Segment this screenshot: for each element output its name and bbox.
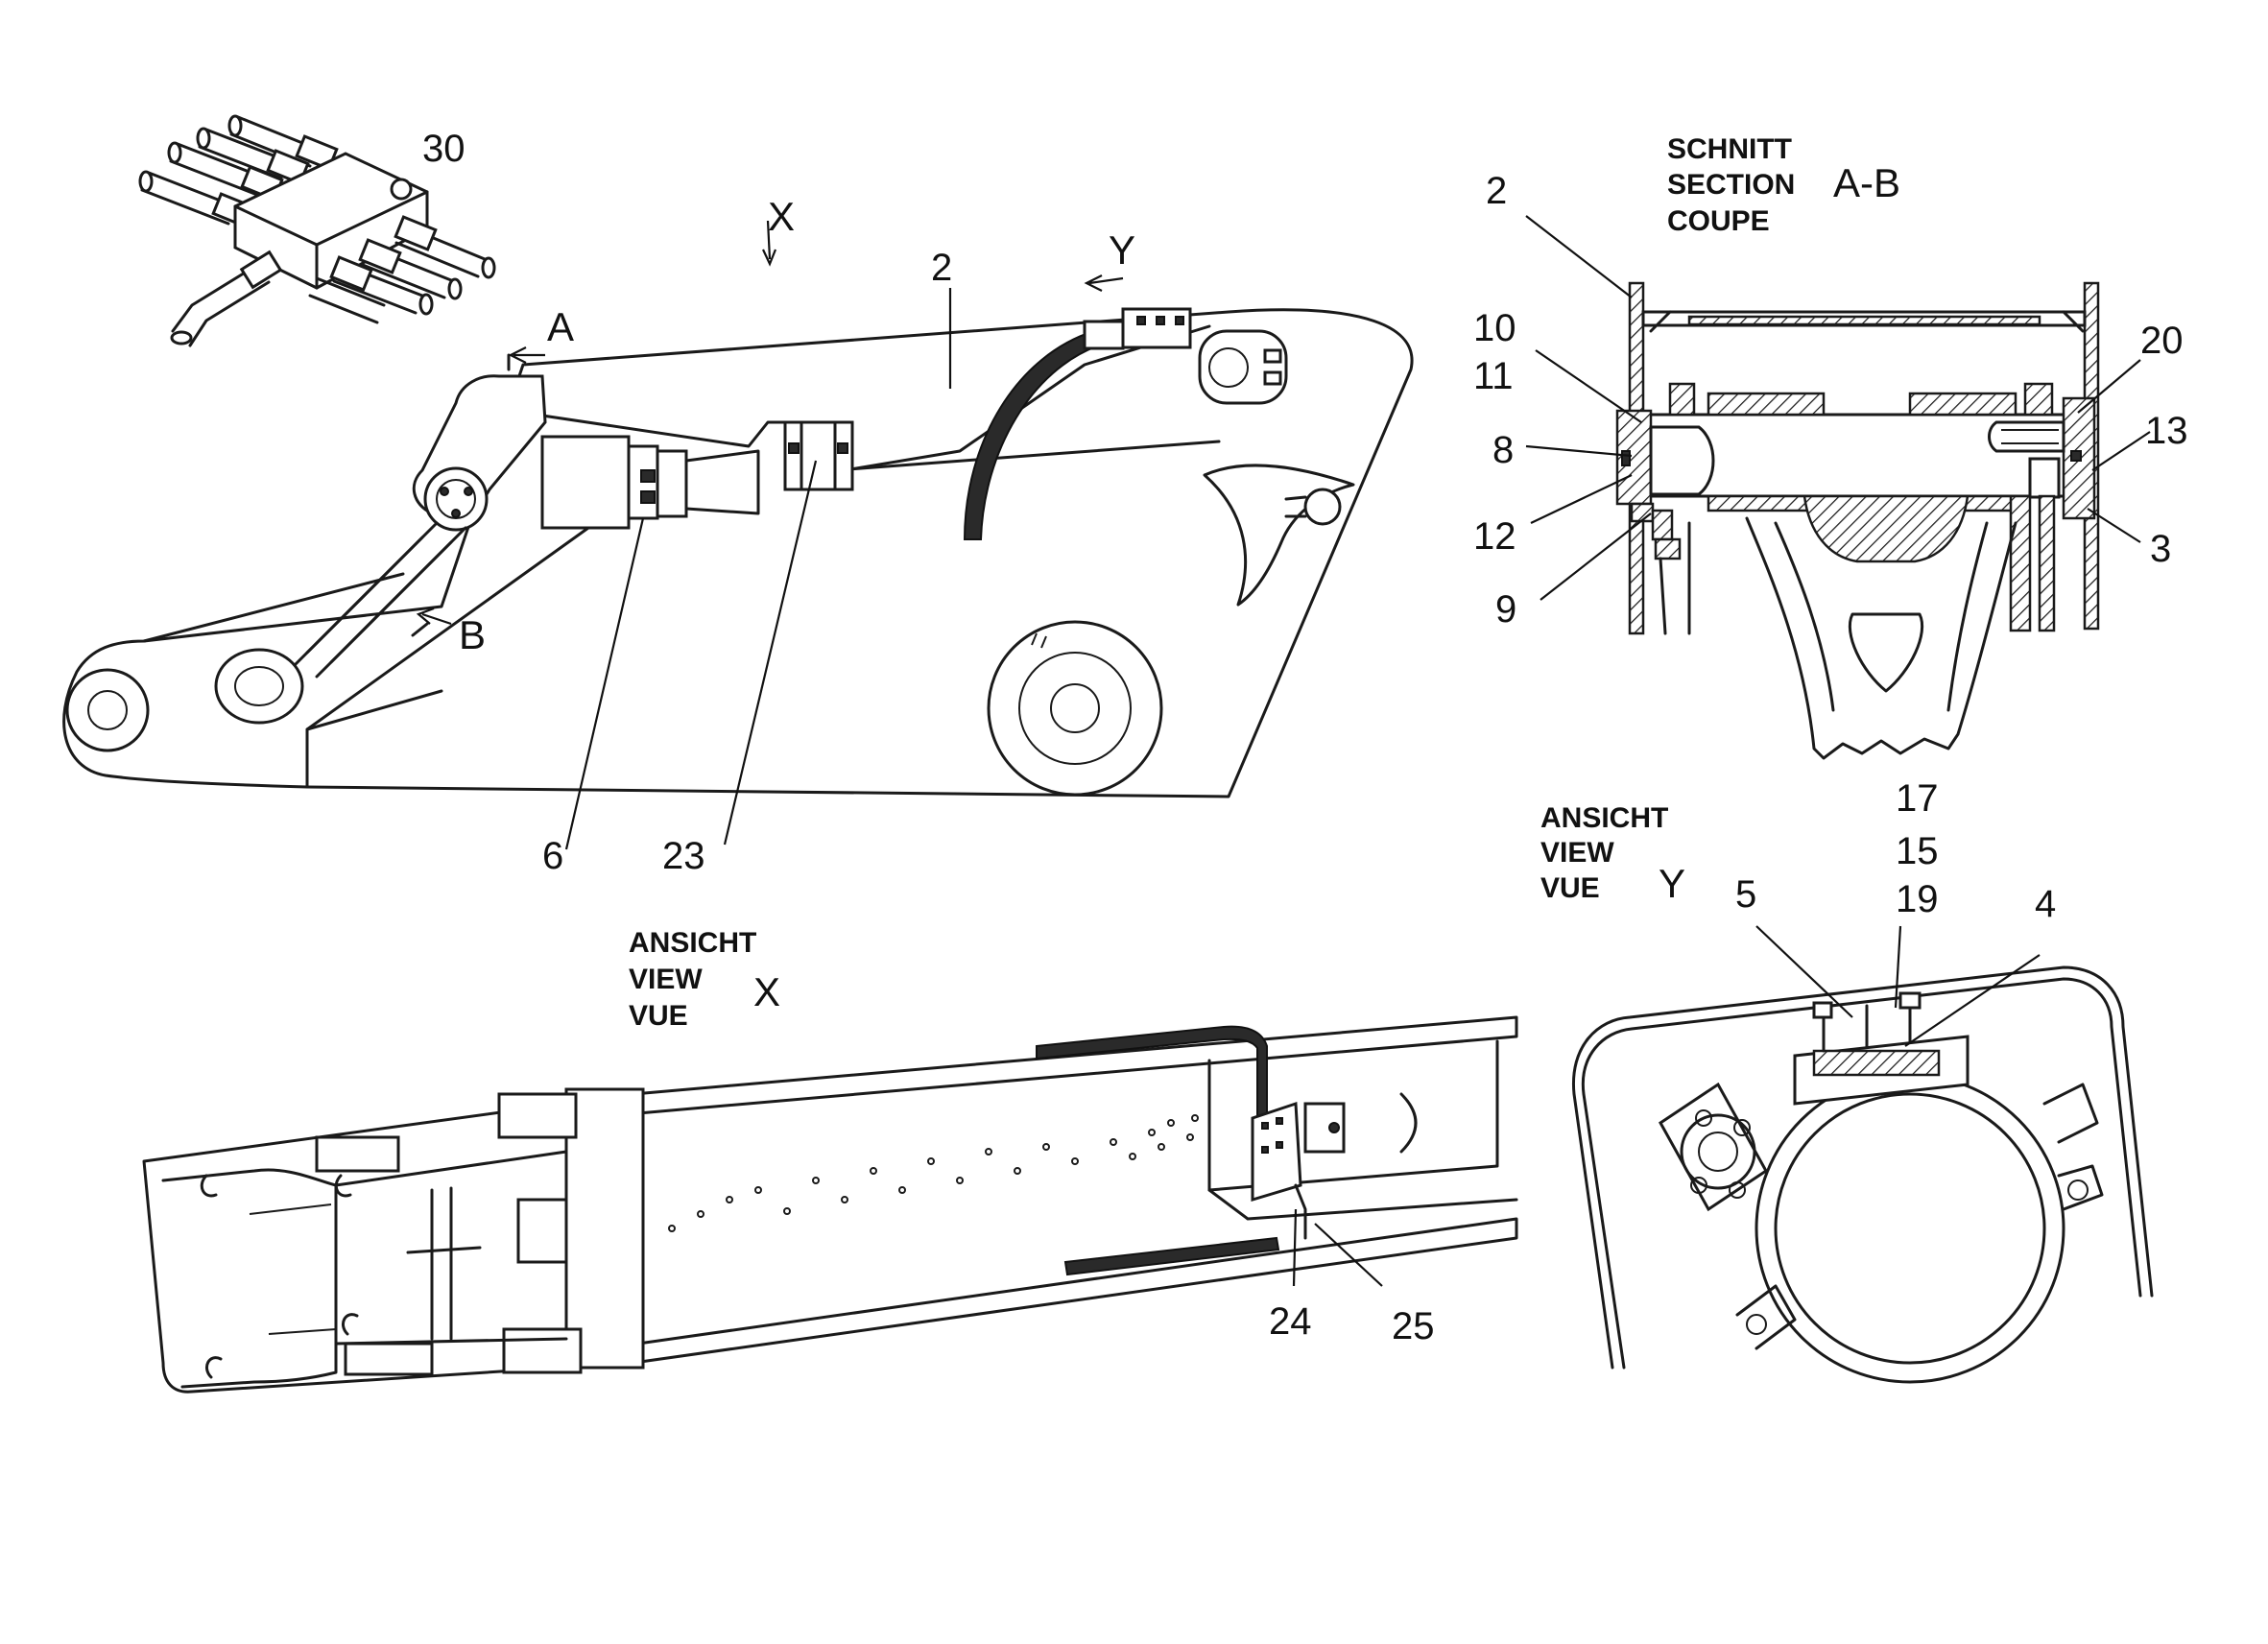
callout-19: 19	[1896, 878, 1939, 920]
view-y-line2: VIEW	[1540, 837, 1614, 869]
callout-24: 24	[1269, 1300, 1312, 1343]
callout-8: 8	[1492, 429, 1514, 471]
view-y-id: Y	[1659, 861, 1685, 906]
marker-y: Y	[1109, 227, 1135, 273]
view-x-line2: VIEW	[629, 964, 703, 995]
hose-clamp	[783, 420, 854, 491]
marker-b: B	[459, 612, 486, 657]
hose-bundle-right	[170, 215, 496, 347]
callout-3: 3	[2150, 528, 2171, 570]
callout-2-main: 2	[931, 247, 952, 289]
hose-upper	[1036, 1025, 1268, 1153]
section-ab-line1: SCHNITT	[1667, 133, 1792, 165]
callout-30: 30	[422, 128, 466, 170]
marker-a: A	[547, 304, 574, 349]
view-x-drawing	[142, 1015, 1518, 1394]
view-x-id: X	[753, 969, 780, 1014]
callout-15: 15	[1896, 830, 1939, 872]
hose-distribution-block	[138, 114, 496, 347]
boom-arm-side-view	[62, 307, 1414, 798]
marker-x: X	[768, 194, 795, 239]
boom-outline	[62, 308, 1414, 798]
hose-lower	[1063, 1236, 1280, 1276]
hydraulic-cylinder	[540, 435, 760, 530]
callout-20: 20	[2140, 320, 2184, 362]
section-ab-line3: COUPE	[1667, 205, 1770, 237]
callout-2-section: 2	[1486, 170, 1507, 212]
callout-23: 23	[662, 835, 705, 877]
view-x-line1: ANSICHT	[629, 927, 756, 959]
callout-17: 17	[1896, 777, 1939, 820]
view-y-line3: VUE	[1540, 872, 1600, 904]
section-ab-id: A-B	[1833, 160, 1900, 205]
view-x-line3: VUE	[629, 1000, 688, 1032]
callout-6: 6	[542, 835, 563, 877]
section-ab-line2: SECTION	[1667, 169, 1795, 201]
callout-12: 12	[1473, 515, 1516, 558]
callout-5: 5	[1735, 873, 1756, 916]
callout-13: 13	[2145, 410, 2188, 452]
section-a-b	[1615, 281, 2100, 760]
labels: 30 X Y A B 2 6 23 SCHNITT SECTION COUPE …	[422, 128, 2188, 1347]
callout-10: 10	[1473, 307, 1516, 349]
callout-11: 11	[1473, 355, 1514, 397]
hole-pattern	[668, 1114, 1199, 1232]
view-y-line1: ANSICHT	[1540, 802, 1668, 834]
leader-lines	[416, 215, 2151, 1287]
callout-4: 4	[2035, 883, 2056, 925]
callout-25: 25	[1392, 1305, 1435, 1347]
callout-9: 9	[1495, 588, 1516, 631]
hose-fitting-top	[1083, 307, 1192, 350]
view-y-drawing	[1571, 965, 2154, 1384]
